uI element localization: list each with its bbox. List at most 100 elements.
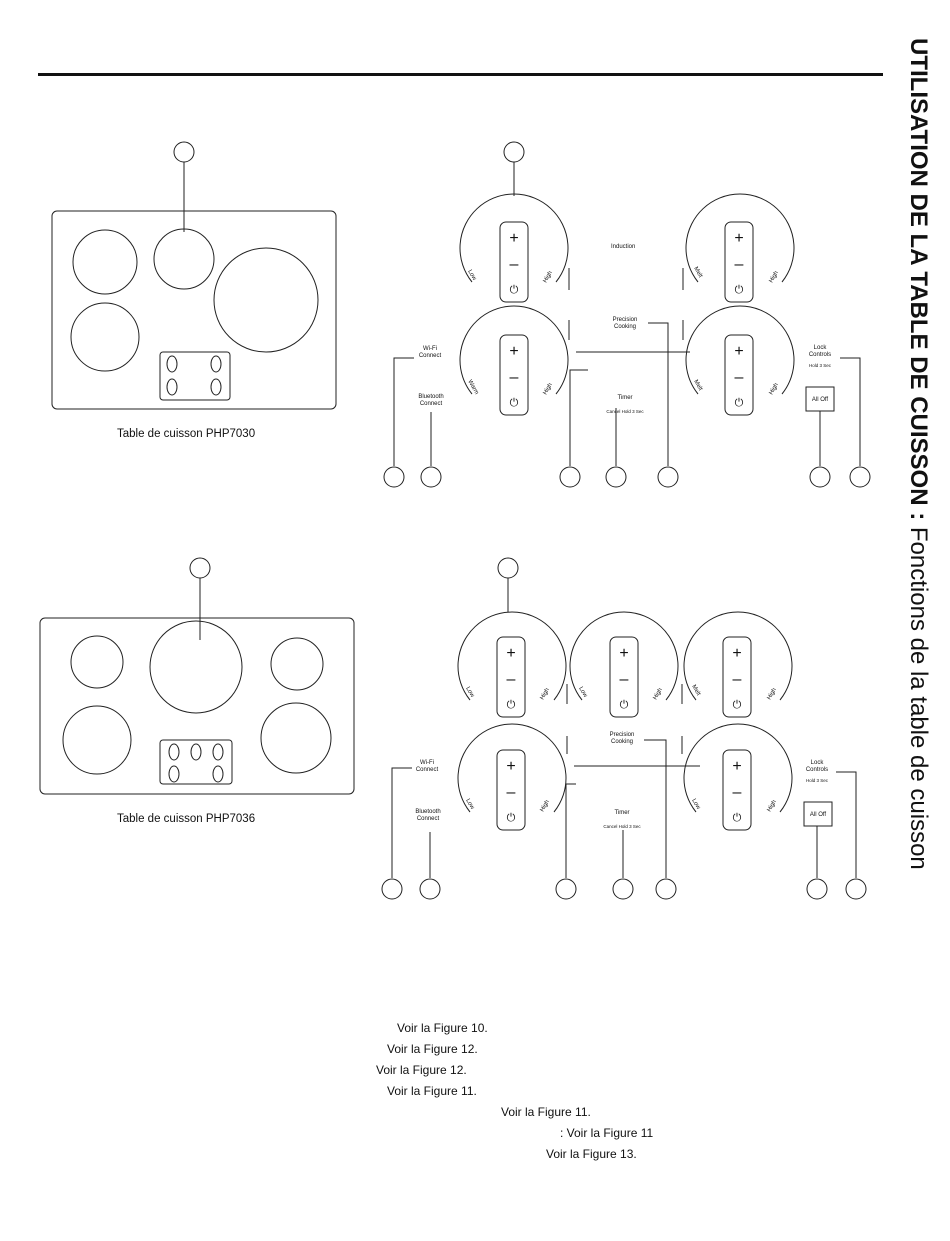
timer-label: Timer: [617, 395, 632, 401]
burner: [260, 702, 332, 774]
plus-icon: +: [506, 758, 515, 775]
cooktop-caption: Table de cuisson PHP7030: [117, 428, 256, 440]
callout-circle: [612, 878, 634, 900]
dial-high-label: High: [769, 382, 780, 396]
burner: [153, 228, 215, 290]
callout-circle: [173, 141, 195, 163]
power-icon: ⏻: [507, 812, 516, 824]
mini-knob: [212, 743, 224, 761]
timer-label: Timer: [614, 810, 629, 816]
power-icon: ⏻: [507, 699, 516, 711]
keypad: [499, 221, 529, 303]
callout-circle: [845, 878, 867, 900]
dial-high-label: High: [767, 799, 778, 813]
burner: [70, 635, 124, 689]
burner: [70, 302, 140, 372]
all-off-button[interactable]: All Off: [810, 812, 827, 818]
power-icon: ⏻: [620, 699, 629, 711]
burner: [213, 247, 319, 353]
callout-circle: [383, 466, 405, 488]
callout-circle: [809, 466, 831, 488]
power-icon: ⏻: [510, 284, 519, 296]
dial-arc: [683, 611, 793, 701]
bluetooth-label: Connect: [420, 401, 443, 407]
dial-high-label: High: [540, 799, 551, 813]
minus-icon: –: [733, 784, 742, 801]
plus-icon: +: [734, 343, 743, 360]
cooktop-outline: [39, 617, 355, 795]
power-icon: ⏻: [735, 397, 744, 409]
callout-leader: [644, 739, 667, 878]
bluetooth-label: Connect: [417, 816, 440, 822]
header-rule: [38, 73, 883, 76]
lock-label: Lock: [811, 760, 825, 766]
lock-label: Lock: [814, 345, 828, 351]
plus-icon: +: [732, 645, 741, 662]
dial-high-label: High: [540, 687, 551, 701]
all-off-button[interactable]: All Off: [812, 397, 829, 403]
mini-knob: [168, 743, 180, 761]
minus-icon: –: [510, 256, 519, 273]
wifi-label: Wi-Fi: [423, 346, 437, 352]
figure-reference: : Voir la Figure 11: [560, 1126, 654, 1140]
wifi-label: Connect: [419, 353, 442, 359]
dial-arc: [683, 723, 793, 813]
dial-melt-label: Melt: [692, 379, 703, 392]
callout-leader: [393, 357, 414, 466]
figure-reference: Voir la Figure 13.: [546, 1147, 637, 1161]
callout-circle: [555, 878, 577, 900]
mini-knob: [212, 765, 224, 783]
mini-knob: [210, 355, 222, 373]
callout-leader: [840, 357, 861, 466]
mini-knob: [190, 743, 202, 761]
dial-low-label: Low: [577, 686, 588, 699]
plus-icon: +: [506, 645, 515, 662]
dial-high-label: High: [769, 270, 780, 284]
all-off-button-outline: [803, 801, 833, 827]
dial-arc: [457, 611, 567, 701]
mini-knob: [166, 355, 178, 373]
lock-sub-label: Hold 3 Sec: [809, 363, 832, 368]
callout-leader: [648, 322, 669, 466]
callout-circle: [420, 466, 442, 488]
lock-label: Controls: [806, 767, 828, 773]
callout-circle: [503, 141, 525, 163]
precision-label: Precision: [613, 317, 638, 323]
mini-knob: [168, 765, 180, 783]
figure-reference: Voir la Figure 10.: [397, 1021, 488, 1035]
power-icon: ⏻: [510, 397, 519, 409]
keypad: [724, 221, 754, 303]
figure-reference: Voir la Figure 12.: [376, 1063, 467, 1077]
dial-arc: [459, 193, 569, 283]
dial-high-label: High: [543, 382, 554, 396]
callout-leader: [569, 369, 588, 466]
cooktop-php7036-diagram: [39, 557, 355, 795]
callout-circle: [419, 878, 441, 900]
burner: [149, 620, 243, 714]
plus-icon: +: [619, 645, 628, 662]
control-panel-php7030: [383, 141, 871, 488]
callout-circle: [381, 878, 403, 900]
figure-reference: Voir la Figure 11.: [387, 1084, 477, 1098]
callout-circle: [497, 557, 519, 579]
control-panel-php7036: [381, 557, 867, 900]
keypad: [609, 636, 639, 718]
dial-low-label: Low: [464, 686, 475, 699]
callout-circle: [657, 466, 679, 488]
dial-high-label: High: [767, 687, 778, 701]
dial-low-label: Low: [464, 798, 475, 811]
plus-icon: +: [509, 230, 518, 247]
callout-leader: [836, 771, 857, 878]
keypad: [496, 636, 526, 718]
mini-knob: [166, 378, 178, 396]
dial-melt-label: Melt: [690, 684, 701, 697]
minus-icon: –: [620, 671, 629, 688]
bluetooth-label: Bluetooth: [415, 809, 440, 815]
plus-icon: +: [509, 343, 518, 360]
callout-leader: [391, 767, 412, 878]
wifi-label: Wi-Fi: [420, 760, 434, 766]
minus-icon: –: [507, 784, 516, 801]
keypad: [722, 636, 752, 718]
cooktop-php7030-diagram: [51, 141, 337, 410]
